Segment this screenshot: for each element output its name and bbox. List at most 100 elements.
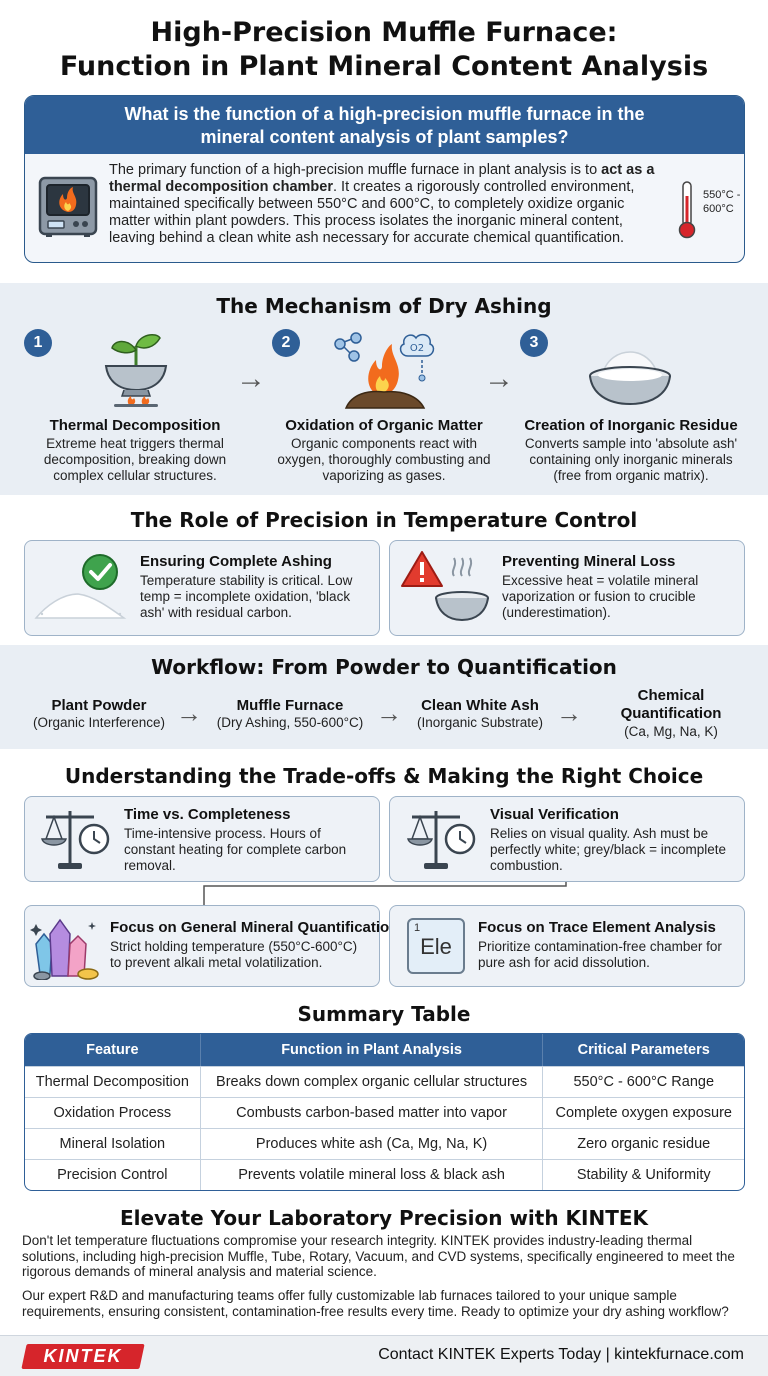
scale-clock-icon-2	[407, 811, 476, 869]
workflow-step-4-sub: (Ca, Mg, Na, K)	[624, 724, 718, 739]
qa-box: What is the function of a high-precision…	[24, 95, 745, 263]
cta-paragraph-2: Our expert R&D and manufacturing teams o…	[22, 1288, 729, 1319]
table-header-function: Function in Plant Analysis	[200, 1034, 544, 1066]
check-ash-pile-icon	[34, 554, 127, 619]
card-complete-ashing-desc: Temperature stability is critical. Low t…	[140, 573, 353, 620]
contact-link[interactable]: Contact KINTEK Experts Today | kintekfur…	[378, 1346, 744, 1363]
step-1-number: 1	[24, 329, 52, 357]
mechanism-arrow-2: →	[484, 362, 514, 395]
answer-text-1: The primary function of a high-precision…	[109, 162, 602, 178]
temperature-label-line-1: 550°C -	[703, 189, 741, 201]
step-3-number: 3	[520, 329, 548, 357]
title-line-1: High-Precision Muffle Furnace:	[150, 17, 618, 48]
card-general-mineral-desc: Strict holding temperature (550°C-600°C)…	[110, 939, 358, 970]
step-1-title: Thermal Decomposition	[49, 417, 221, 434]
card-general-mineral-title: Focus on General Mineral Quantification	[110, 919, 399, 936]
table-row: Oxidation Process Combusts carbon-based …	[25, 1097, 744, 1128]
card-visual-verification-title: Visual Verification	[490, 806, 619, 823]
footer: KINTEK Contact KINTEK Experts Today | ki…	[0, 1335, 768, 1376]
crystals-icon	[30, 918, 99, 980]
o2-label: O2	[410, 343, 424, 354]
mechanism-title: The Mechanism of Dry Ashing	[216, 294, 552, 318]
element-tile-icon: 1 Ele	[407, 918, 465, 974]
combustion-oxygen-icon: O2	[334, 332, 435, 409]
card-mineral-loss-desc: Excessive heat = volatile mineral vapori…	[502, 573, 699, 620]
workflow-step-1-sub: (Organic Interference)	[32, 715, 166, 730]
step-2-title: Oxidation of Organic Matter	[285, 417, 483, 434]
table-cell: Combusts carbon-based matter into vapor	[200, 1097, 544, 1128]
muffle-furnace-icon	[38, 176, 98, 237]
qa-question: What is the function of a high-precision…	[25, 96, 744, 154]
table-cell: Produces white ash (Ca, Mg, Na, K)	[200, 1128, 544, 1159]
table-cell: Thermal Decomposition	[25, 1066, 201, 1097]
temperature-label-line-2: 600°C	[703, 203, 734, 215]
card-time-completeness-desc: Time-intensive process. Hours of constan…	[124, 826, 347, 873]
table-header-parameters: Critical Parameters	[543, 1034, 744, 1066]
page-title: High-Precision Muffle Furnace: Function …	[0, 16, 768, 84]
card-visual-verification-desc: Relies on visual quality. Ash must be pe…	[490, 826, 726, 873]
table-cell: Prevents volatile mineral loss & black a…	[200, 1159, 544, 1190]
step-2-desc: Organic components react with oxygen, th…	[277, 436, 491, 483]
qa-answer: The primary function of a high-precision…	[109, 162, 669, 247]
table-cell: Complete oxygen exposure	[543, 1097, 744, 1128]
question-line-2: mineral content analysis of plant sample…	[200, 127, 569, 147]
table-cell: Precision Control	[25, 1159, 201, 1190]
step-2-number: 2	[272, 329, 300, 357]
mechanism-arrow-1: →	[236, 362, 266, 395]
answer-text-bold: act as a thermal decomposition chamber	[109, 162, 655, 195]
workflow-step-4-name-line-1: Chemical	[637, 687, 705, 704]
temperature-label: 550°C - 600°C	[703, 188, 740, 216]
workflow-step-2-sub: (Dry Ashing, 550-600°C)	[216, 715, 364, 730]
plant-bowl-flame-icon	[104, 333, 168, 407]
card-time-completeness-title: Time vs. Completeness	[124, 806, 291, 823]
table-header-row: Feature Function in Plant Analysis Criti…	[25, 1034, 744, 1066]
workflow-step-2-name: Muffle Furnace	[236, 697, 344, 714]
table-row: Thermal Decomposition Breaks down comple…	[25, 1066, 744, 1097]
element-tile-number: 1	[414, 922, 421, 934]
table-header-feature: Feature	[25, 1034, 201, 1066]
tradeoff-connector	[203, 882, 567, 906]
scale-clock-icon	[41, 811, 110, 869]
workflow-title: Workflow: From Powder to Quantification	[151, 655, 617, 679]
table-cell: Breaks down complex organic cellular str…	[200, 1066, 544, 1097]
card-mineral-loss-title: Preventing Mineral Loss	[502, 553, 676, 570]
table-row: Precision Control Prevents volatile mine…	[25, 1159, 744, 1190]
table-cell: Oxidation Process	[25, 1097, 201, 1128]
summary-title: Summary Table	[297, 1002, 471, 1026]
table-cell: Stability & Uniformity	[543, 1159, 744, 1190]
card-mineral-loss	[389, 540, 745, 636]
table-cell: Mineral Isolation	[25, 1128, 201, 1159]
workflow-arrow-3: →	[556, 698, 582, 728]
ash-bowl-icon	[589, 351, 671, 406]
workflow-step-3-sub: (Inorganic Substrate)	[416, 715, 544, 730]
question-line-1: What is the function of a high-precision…	[124, 104, 645, 124]
precision-title: The Role of Precision in Temperature Con…	[130, 508, 638, 532]
step-1-desc: Extreme heat triggers thermal decomposit…	[43, 436, 227, 483]
title-line-2: Function in Plant Mineral Content Analys…	[59, 51, 709, 82]
workflow-step-1-name: Plant Powder	[51, 697, 147, 714]
warning-crucible-icon	[401, 551, 489, 622]
element-tile-symbol: Ele	[420, 934, 452, 959]
card-trace-element-desc: Prioritize contamination-free chamber fo…	[478, 939, 722, 970]
card-trace-element-title: Focus on Trace Element Analysis	[478, 919, 716, 936]
thermometer-icon	[678, 181, 696, 239]
answer-text-2: . It creates a rigorously controlled env…	[109, 179, 635, 246]
tradeoffs-title: Understanding the Trade-offs & Making th…	[64, 764, 704, 788]
summary-table: Feature Function in Plant Analysis Criti…	[24, 1033, 745, 1191]
workflow-section	[0, 645, 768, 749]
table-cell: Zero organic residue	[543, 1128, 744, 1159]
cta-title: Elevate Your Laboratory Precision with K…	[119, 1206, 649, 1230]
workflow-arrow-1: →	[176, 698, 202, 728]
workflow-step-3-name: Clean White Ash	[421, 697, 539, 714]
workflow-arrow-2: →	[376, 698, 402, 728]
workflow-step-4-name-line-2: Quantification	[620, 705, 722, 722]
table-cell: 550°C - 600°C Range	[543, 1066, 744, 1097]
kintek-logo-text: KINTEK	[43, 1346, 123, 1366]
step-3-title: Creation of Inorganic Residue	[524, 417, 738, 434]
table-row: Mineral Isolation Produces white ash (Ca…	[25, 1128, 744, 1159]
step-3-desc: Converts sample into 'absolute ash' cont…	[524, 436, 738, 483]
card-complete-ashing-title: Ensuring Complete Ashing	[140, 553, 332, 570]
card-complete-ashing	[24, 540, 380, 636]
cta-paragraph-1: Don't let temperature fluctuations compr…	[22, 1233, 735, 1279]
workflow-step-4-name: Chemical Quantification	[600, 687, 742, 723]
